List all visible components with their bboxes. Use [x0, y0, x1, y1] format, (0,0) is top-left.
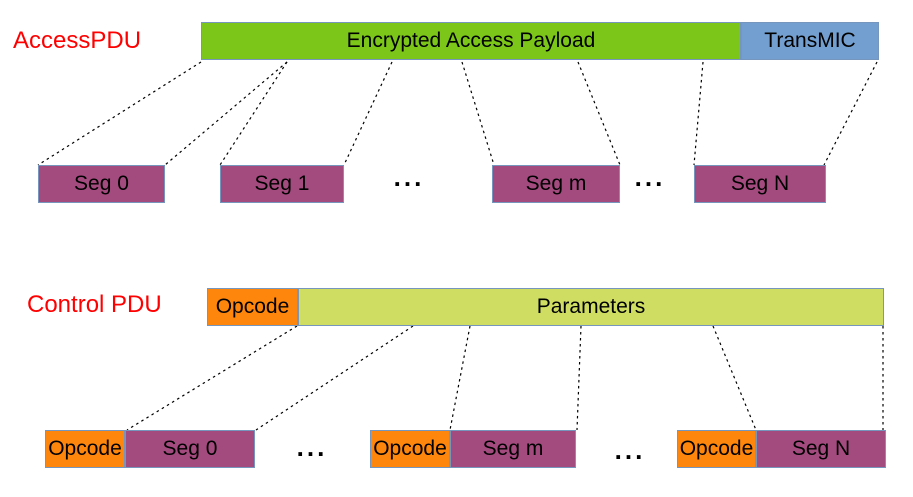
control-ellipsis-left: ... — [296, 431, 328, 462]
access-seg-m-box: Seg m — [492, 165, 620, 203]
encrypted-access-payload-bar: Encrypted Access Payload — [201, 22, 741, 60]
access-ellipsis-left: ... — [393, 161, 425, 192]
control-combo-0-opcode-box: Opcode — [45, 430, 125, 468]
control-pdu-label: Control PDU — [27, 291, 162, 318]
access-seg-1-box: Seg 1 — [220, 165, 344, 203]
control-combo-2-opcode-box: Opcode — [677, 430, 756, 468]
access-ellipsis-right: ... — [634, 161, 666, 192]
control-combo-1-seg-box: Seg m — [450, 430, 576, 468]
access-pdu-label: AccessPDU — [13, 27, 142, 54]
control-ellipsis-right: ... — [614, 434, 646, 465]
access-seg-n-box: Seg N — [694, 165, 826, 203]
transmic-bar: TransMIC — [741, 22, 879, 60]
control-combo-1-opcode-box: Opcode — [370, 430, 450, 468]
access-seg-0-box: Seg 0 — [38, 165, 165, 203]
control-combo-0-seg-box: Seg 0 — [125, 430, 255, 468]
control-parameters-bar: Parameters — [298, 288, 884, 326]
control-opcode-bar: Opcode — [207, 288, 298, 326]
control-combo-2-seg-box: Seg N — [756, 430, 886, 468]
